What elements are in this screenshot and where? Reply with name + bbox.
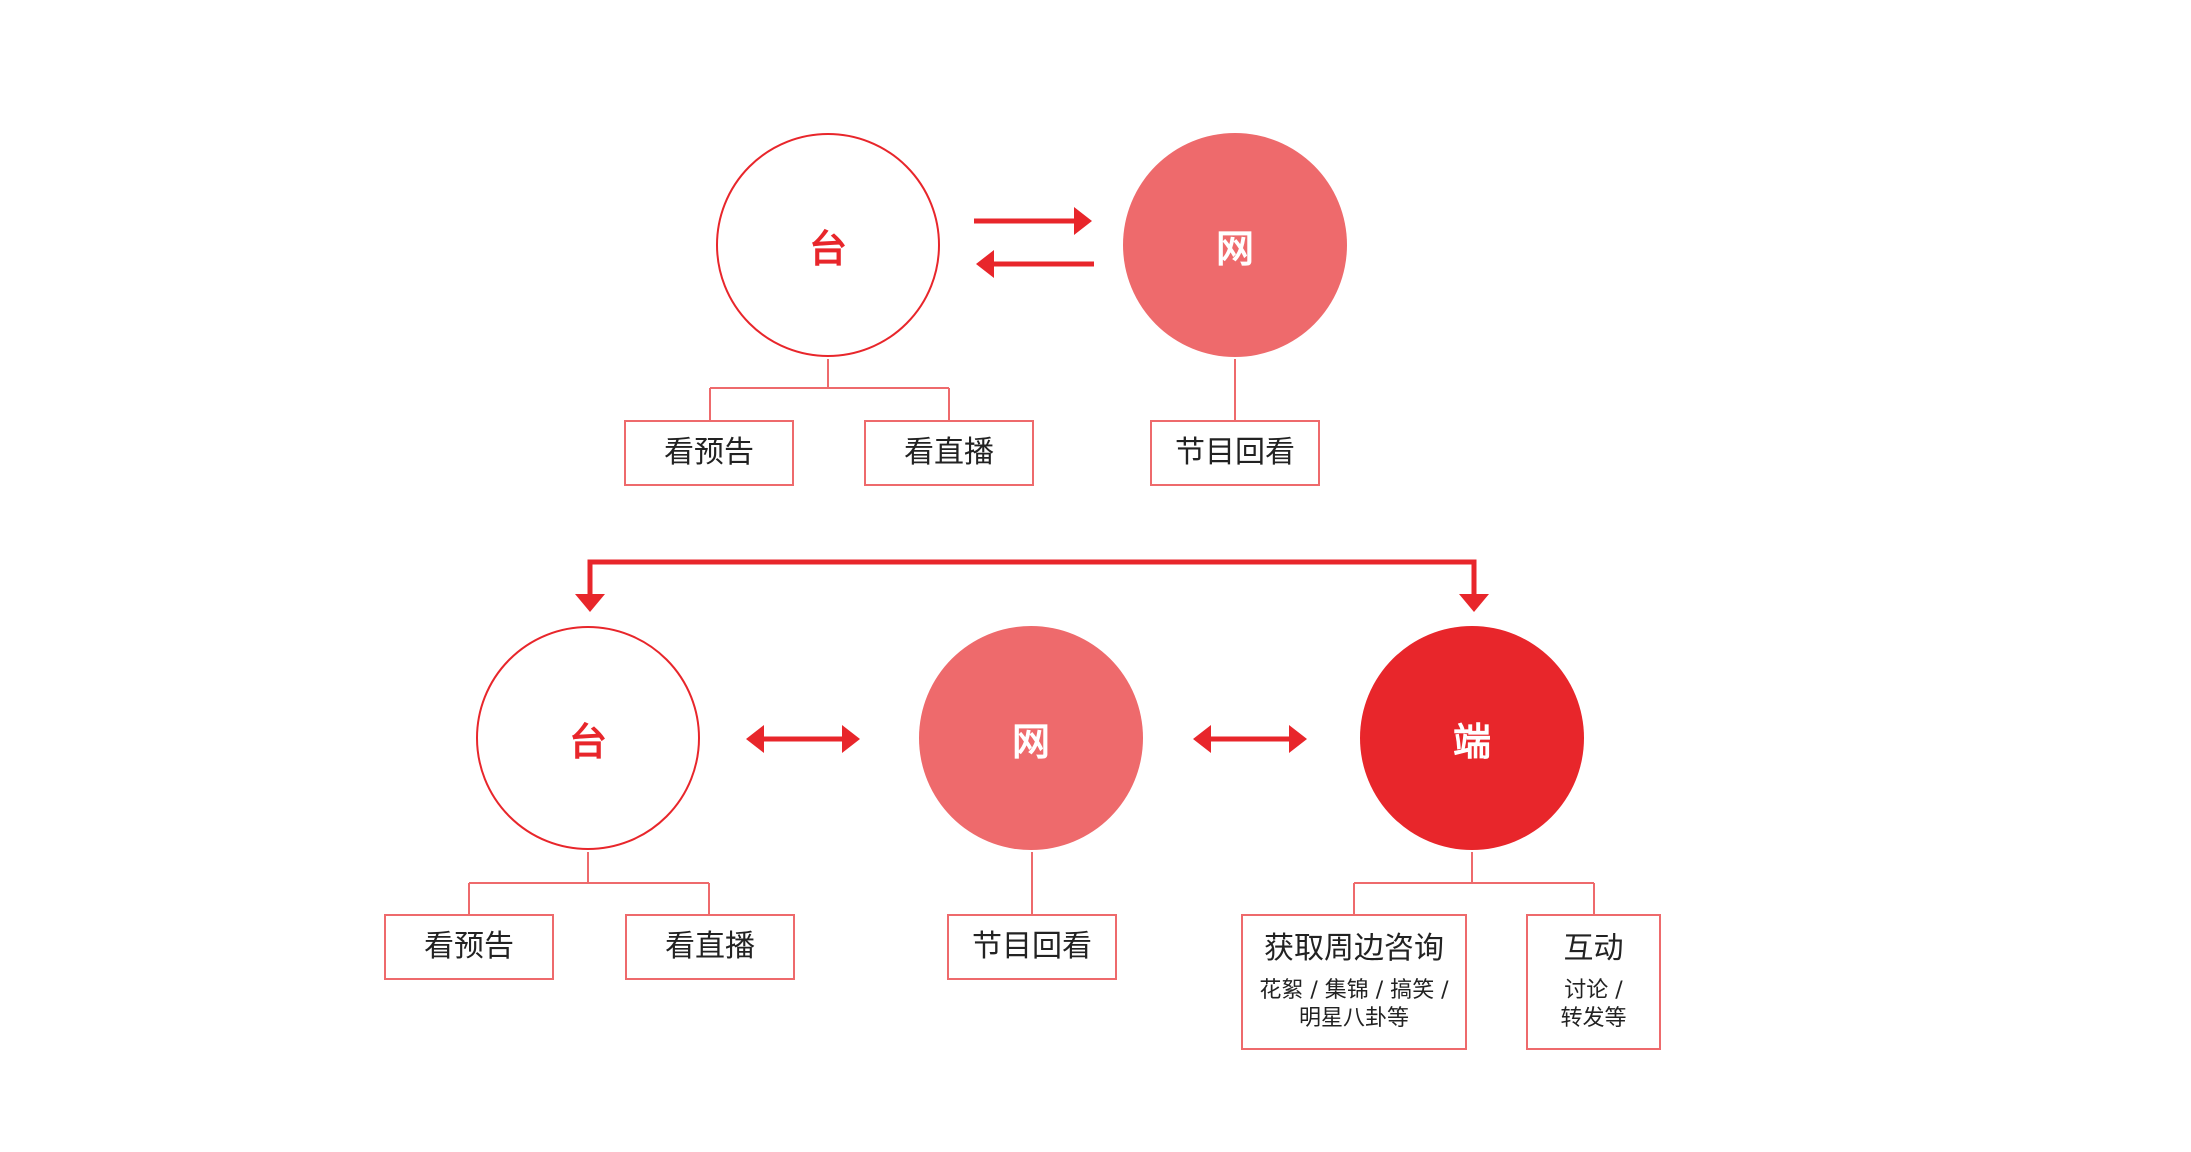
top-tai-connector [709, 359, 950, 420]
bottom-wang-label: 网 [1011, 719, 1050, 764]
bottom-duan-connector [1353, 852, 1595, 914]
bottom-wang-circle: 网 [919, 626, 1143, 850]
bracket-arrow-head-right [1459, 594, 1489, 612]
interaction-sub-line2: 转发等 [1560, 1006, 1627, 1031]
peripheral-info-sub-line1: 花絮 / 集锦 / 搞笑 / [1259, 978, 1449, 1003]
right-arrow-head [1074, 207, 1092, 235]
top-live-label: 看直播 [904, 435, 994, 470]
double-arrow-tai-wang-head-right [842, 725, 860, 753]
top-replay-box: 节目回看 [1150, 420, 1320, 486]
top-wang-label: 网 [1215, 226, 1254, 271]
peripheral-info-sub-line2: 明星八卦等 [1298, 1006, 1409, 1031]
left-arrow-head [976, 250, 994, 278]
bottom-tai-circle: 台 [476, 626, 700, 850]
peripheral-info-title: 获取周边咨询 [1264, 931, 1444, 966]
double-arrow-wang-duan-head-left [1193, 725, 1211, 753]
bottom-live-box: 看直播 [625, 914, 795, 980]
peripheral-info-sub: 花絮 / 集锦 / 搞笑 / 明星八卦等 [1259, 977, 1448, 1033]
top-preview-label: 看预告 [664, 435, 754, 470]
interaction-sub-line1: 讨论 / [1564, 978, 1623, 1003]
interaction-title: 互动 [1563, 931, 1624, 966]
bottom-duan-circle: 端 [1360, 626, 1584, 850]
top-wang-circle: 网 [1123, 133, 1347, 357]
bracket-arrow [587, 559, 1477, 598]
bracket-arrow-head-left [575, 594, 605, 612]
bottom-tai-label: 台 [568, 719, 607, 764]
bottom-preview-box: 看预告 [384, 914, 554, 980]
double-arrow-tai-wang-head-left [746, 725, 764, 753]
top-live-box: 看直播 [864, 420, 1034, 486]
top-replay-label: 节目回看 [1175, 435, 1295, 470]
interaction-box: 互动 讨论 / 转发等 [1526, 914, 1661, 1050]
top-preview-box: 看预告 [624, 420, 794, 486]
interaction-sub: 讨论 / 转发等 [1560, 977, 1626, 1033]
bottom-replay-label: 节目回看 [972, 929, 1092, 964]
bottom-live-label: 看直播 [665, 929, 755, 964]
bottom-tai-connector [468, 852, 710, 914]
top-tai-circle: 台 [716, 133, 940, 357]
peripheral-info-box: 获取周边咨询 花絮 / 集锦 / 搞笑 / 明星八卦等 [1241, 914, 1467, 1050]
double-arrow-wang-duan-head-right [1289, 725, 1307, 753]
bottom-preview-label: 看预告 [424, 929, 514, 964]
top-tai-label: 台 [808, 226, 847, 271]
bottom-replay-box: 节目回看 [947, 914, 1117, 980]
bottom-duan-label: 端 [1452, 719, 1491, 764]
